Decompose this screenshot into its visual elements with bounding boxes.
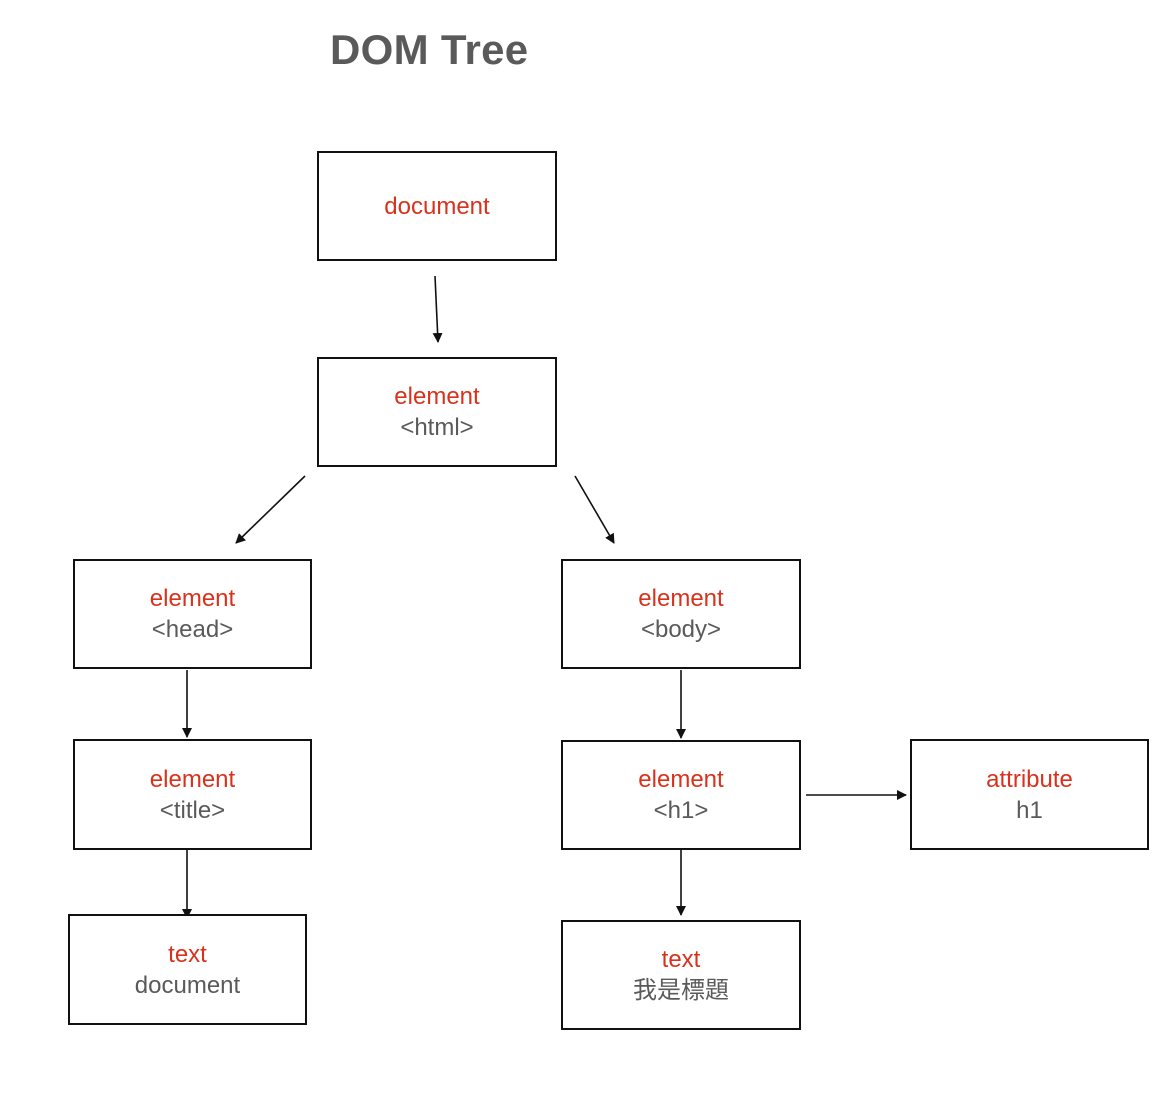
node-attribute: attribute h1 [910,739,1149,850]
node-h1-text-type: text [661,946,701,973]
node-title-text-type: text [168,940,207,968]
node-title: element <title> [73,739,312,850]
node-body: element <body> [561,559,801,669]
node-attribute-type: attribute [986,765,1073,793]
node-document-type: document [384,192,490,220]
node-html-type: element [394,383,480,410]
node-h1-text-value: 我是標題 [633,977,729,1004]
node-document: document [317,151,557,261]
edge-document-to-html [432,275,443,343]
node-attribute-value: h1 [1016,796,1043,824]
node-title-type: element [149,765,236,793]
node-h1-text: text 我是標題 [561,920,801,1030]
node-h1-type: element [638,766,724,793]
node-html: element <html> [317,357,557,467]
node-h1: element <h1> [561,740,801,850]
node-title-text: text document [68,914,307,1025]
node-body-type: element [638,585,724,612]
edge-html-to-body [574,475,615,544]
node-title-text-value: document [134,971,241,999]
node-h1-value: <h1> [653,797,709,824]
node-head-type: element [149,585,236,612]
node-title-value: <title> [159,796,226,824]
edge-html-to-head [235,475,306,544]
node-head-value: <head> [151,616,234,643]
node-head: element <head> [73,559,312,669]
node-html-value: <html> [400,414,474,441]
node-body-value: <body> [640,616,722,643]
diagram-title: DOM Tree [330,26,529,73]
